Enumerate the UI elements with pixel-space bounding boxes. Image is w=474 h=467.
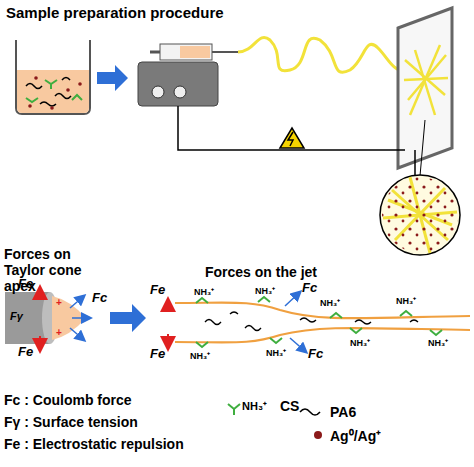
amine-label: NH₃⁺ [255, 284, 275, 297]
amine-label: NH₃⁺ [190, 349, 210, 362]
amine-label: NH₃⁺ [266, 346, 286, 359]
amine-label: NH₃⁺ [320, 296, 340, 309]
force-label: Fe [18, 344, 33, 359]
svg-text:+: + [56, 327, 62, 338]
force-label: Fc [92, 290, 107, 305]
section-heading: Sample preparation procedure [6, 4, 224, 21]
legend-text: Ag⁰/Ag⁺ [330, 426, 381, 445]
amine-label: NH₃⁺ [194, 285, 214, 298]
legend-text: PA6 [330, 404, 356, 420]
definition-text: Fe : Electrostatic repulsion [4, 436, 184, 452]
force-label: Fc [308, 346, 323, 361]
amine-label: NH₃⁺ [428, 336, 448, 349]
force-label: Fγ [10, 310, 23, 322]
force-label: Fe [150, 346, 165, 361]
force-label: Fe [150, 282, 165, 297]
definition-text: Fc : Coulomb force [4, 392, 132, 408]
amine-label: NH₃⁺ [350, 336, 370, 349]
legend-swatch [314, 431, 322, 439]
legend-text: CS [280, 398, 299, 414]
force-label: Fc [302, 280, 317, 295]
definition-text: Fγ : Surface tension [4, 414, 138, 430]
section-heading: Forces on the jet [205, 264, 317, 280]
amine-label: NH₃⁺ [396, 294, 416, 307]
amine-label: NH₃⁺ [242, 398, 267, 413]
force-label: Fe [18, 276, 33, 291]
svg-text:+: + [56, 297, 62, 308]
